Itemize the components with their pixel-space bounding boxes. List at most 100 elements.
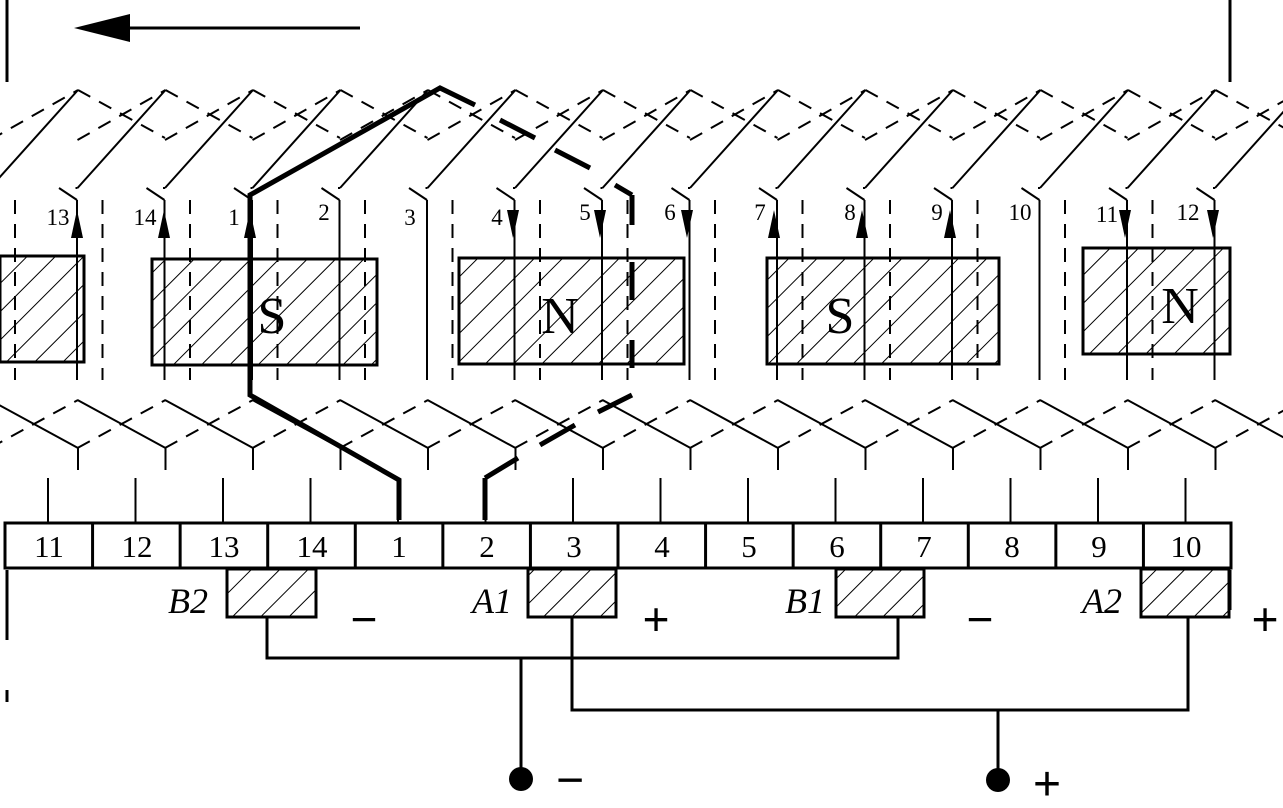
lower-connection-solid <box>0 404 79 449</box>
pole-n-2: N <box>1081 246 1232 356</box>
end-connection-dashed <box>252 89 341 141</box>
conductor-bend <box>1108 187 1128 201</box>
conductor-bend <box>1195 187 1216 201</box>
lower-connection-dashed <box>689 399 779 449</box>
end-connection-dashed <box>0 89 79 136</box>
commutator-segment-label: 7 <box>916 529 932 564</box>
commutator-segment-label: 12 <box>122 529 153 564</box>
end-connection-dashed <box>602 89 691 141</box>
pole-label: N <box>541 288 579 345</box>
lower-connection-dashed <box>952 399 1041 449</box>
terminal-negative: − <box>509 754 584 807</box>
end-connection-dashed <box>952 89 1041 141</box>
commutator-segment-label: 8 <box>1004 529 1020 564</box>
pole-label: S <box>258 288 287 345</box>
slot-label: 11 <box>1096 202 1118 227</box>
lower-connection-dashed <box>514 399 604 449</box>
conductor-bend <box>933 187 953 201</box>
pole-s-2: S <box>765 256 1001 366</box>
lower-connection-dashed <box>602 399 691 449</box>
lower-connection-dashed <box>1039 399 1129 449</box>
highlighted-coil-dashed <box>498 117 537 141</box>
brush-polarity: − <box>351 593 378 645</box>
end-connection-solid <box>76 89 167 189</box>
lower-connection-dashed <box>1127 399 1216 449</box>
commutator-segment-label: 5 <box>741 529 757 564</box>
pole-s-1: S <box>150 257 379 367</box>
slot-label: 2 <box>318 200 330 225</box>
brush-connections <box>265 617 1190 778</box>
end-connection-dashed <box>1039 89 1129 141</box>
terminal-dot-icon <box>986 768 1010 792</box>
current-down-arrow-icon <box>507 210 519 238</box>
slot-labels: 13 14 1 2 3 4 5 6 7 8 9 10 11 12 <box>47 200 1200 230</box>
current-up-arrow-icon <box>768 210 780 238</box>
pole-label: S <box>826 288 855 345</box>
segment-dividers <box>91 523 1145 568</box>
end-connection-dashed <box>514 89 604 141</box>
pole-n-1: N <box>457 256 686 366</box>
commutator-segment-label: 6 <box>829 529 845 564</box>
highlighted-coil-dashed <box>596 392 634 415</box>
commutator-segment-label: 3 <box>566 529 582 564</box>
current-down-arrow-icon <box>594 210 606 238</box>
end-connection-dashed <box>777 89 866 141</box>
commutator-segment-label: 10 <box>1171 529 1202 564</box>
end-connection-solid <box>864 89 954 189</box>
brush-label: B2 <box>168 581 208 621</box>
lower-connection-dashed <box>1214 409 1283 449</box>
slot-label: 8 <box>844 200 856 225</box>
lower-connection-dashed <box>164 399 254 449</box>
conductor-bend <box>58 187 78 201</box>
end-connection-solid <box>1214 110 1283 189</box>
end-connection-solid <box>689 89 779 189</box>
current-down-arrow-icon <box>1119 210 1131 238</box>
lower-connection-dashed <box>864 399 954 449</box>
commutator: 11 12 13 14 1 2 3 4 5 6 7 8 9 10 <box>3 521 1233 570</box>
end-connection-solid <box>0 89 79 179</box>
commutator-segment-label: 4 <box>654 529 670 564</box>
commutator-segment-label: 11 <box>34 529 64 564</box>
conductor-bend <box>1020 187 1041 201</box>
brush-b1 <box>834 567 926 619</box>
pole-partial-left <box>0 254 86 364</box>
end-connection-dashed <box>1127 89 1216 141</box>
commutator-segment-label: 13 <box>209 529 240 564</box>
end-connection-solid <box>776 89 867 189</box>
highlighted-coil-dashed <box>553 147 592 171</box>
slot-label: 6 <box>664 200 676 225</box>
field-poles: S N S N <box>0 246 1232 367</box>
highlighted-coil-dashed <box>483 455 520 481</box>
brush-a1 <box>526 567 618 619</box>
conductor-bend <box>320 187 341 201</box>
conductor-bend <box>145 187 166 201</box>
lower-connection-dashed <box>427 399 516 449</box>
lower-connection-solid <box>1214 399 1283 439</box>
brush-polarity: + <box>1252 593 1279 645</box>
end-connection-dashed <box>164 89 254 141</box>
lower-connection-dashed <box>77 399 166 449</box>
slot-label: 13 <box>47 205 70 230</box>
slot-label: 3 <box>404 205 416 230</box>
slot-label: 12 <box>1177 200 1200 225</box>
conductor-bend <box>670 187 691 201</box>
slot-label: 4 <box>491 205 503 230</box>
brush-label: A1 <box>470 581 512 621</box>
brush-label: B1 <box>785 581 825 621</box>
end-connection-solid <box>951 89 1042 189</box>
slot-label: 10 <box>1009 200 1032 225</box>
slot-label: 14 <box>134 205 158 230</box>
terminal-dot-icon <box>509 767 533 791</box>
brush-label: A2 <box>1080 581 1122 621</box>
terminal-sign: − <box>556 754 584 807</box>
lower-connection-dashed <box>339 399 429 449</box>
terminal-sign: + <box>1033 758 1061 808</box>
end-connection-solid <box>514 89 604 189</box>
slot-label: 9 <box>931 200 943 225</box>
current-down-arrow-icon <box>681 210 693 238</box>
end-connection-dashed <box>339 89 429 141</box>
slot-label: 1 <box>228 205 240 230</box>
pole-label: N <box>1161 278 1199 335</box>
conductor-bend <box>495 187 516 201</box>
